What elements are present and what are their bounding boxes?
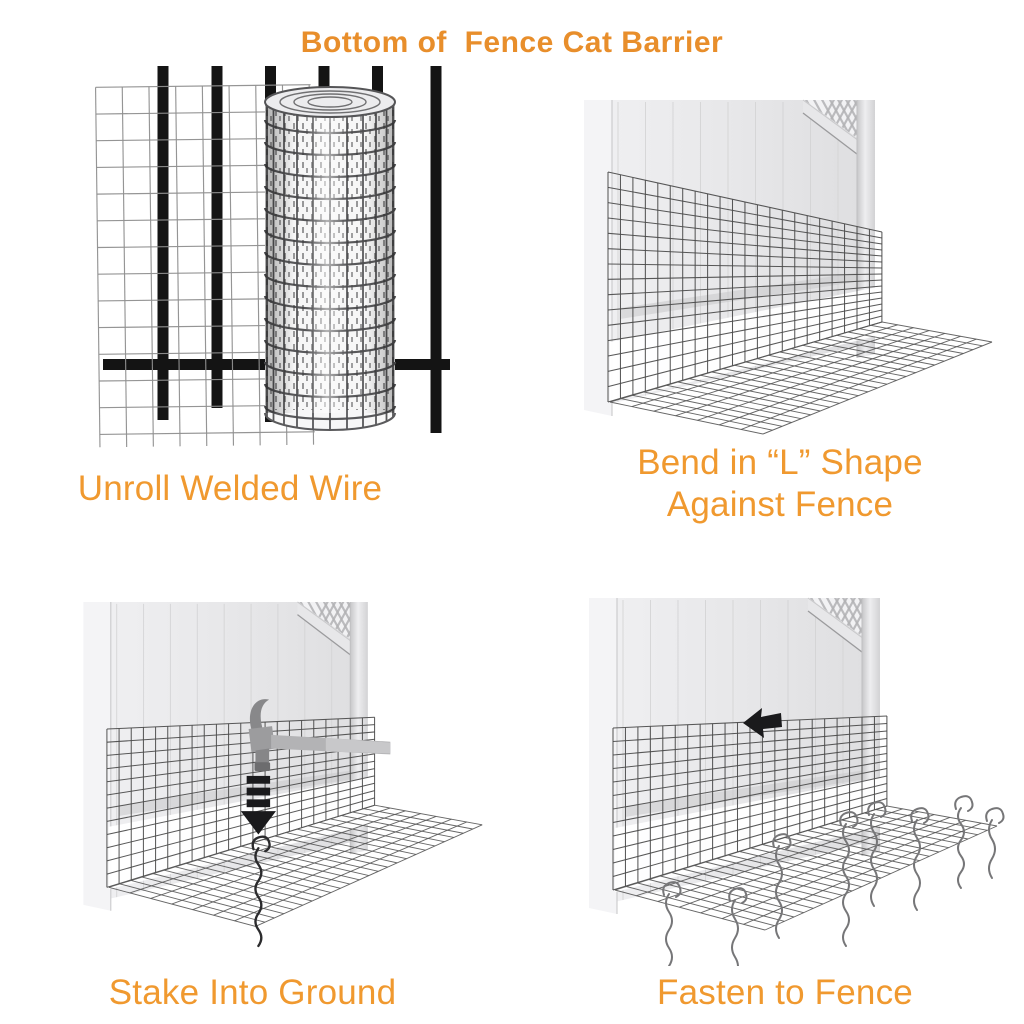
caption-fasten: Fasten to Fence <box>657 973 913 1012</box>
ground-stake-icon <box>867 801 887 907</box>
down-arrow-icon <box>240 775 276 835</box>
panel-stake-into-ground: Stake Into Ground <box>30 578 483 1014</box>
wire-mesh-wall <box>607 171 883 403</box>
caption-bend-line1: Bend in “L” Shape <box>637 443 923 482</box>
ground-glow <box>108 773 385 890</box>
ground-stake-icon <box>954 795 974 889</box>
ground-stake-icon <box>251 835 271 948</box>
caption-bend: Bend in “L” Shape Against Fence <box>560 442 1000 526</box>
panel-bend-l-shape: Bend in “L” Shape Against Fence <box>560 80 1000 526</box>
ground-stake-icon <box>772 833 792 939</box>
wire-mesh-wall <box>612 715 888 891</box>
welded-wire-roll <box>263 86 397 431</box>
ground-glow <box>615 774 897 892</box>
hammer-icon <box>248 699 391 772</box>
wire-mesh-floor <box>108 804 483 927</box>
caption-bend-line2: Against Fence <box>666 485 894 524</box>
ground-stake-icon <box>985 807 1005 879</box>
wire-mesh-floor <box>609 321 993 435</box>
page-title: Bottom of Fence Cat Barrier <box>300 26 724 60</box>
bend-l-shape-illustration <box>584 99 993 435</box>
ground-stake-icon <box>728 887 748 966</box>
ground-stake-icon <box>839 811 859 947</box>
fence-stakes <box>662 795 1005 966</box>
stake-into-ground-illustration <box>83 601 483 948</box>
panel-fasten-to-fence: Fasten to Fence <box>560 578 1010 1014</box>
panel-unroll-welded-wire: Unroll Welded Wire <box>20 56 450 510</box>
caption-stake: Stake Into Ground <box>108 973 397 1012</box>
ground-glow <box>610 284 892 402</box>
caption-unroll: Unroll Welded Wire <box>77 469 383 508</box>
left-arrow-icon <box>743 708 782 738</box>
ground-stake-icon <box>662 881 682 966</box>
unroll-welded-wire-illustration <box>94 66 450 448</box>
fasten-to-fence-illustration <box>589 597 1005 966</box>
ground-stake-icon <box>910 807 930 911</box>
